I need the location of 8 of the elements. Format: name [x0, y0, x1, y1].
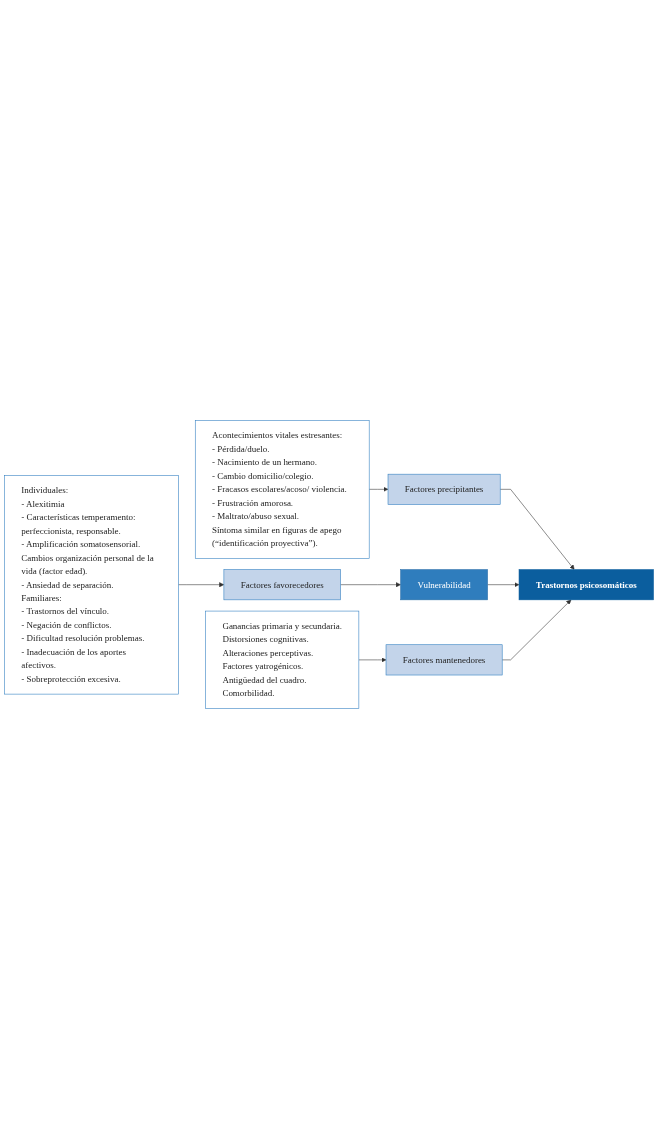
node-box	[4, 475, 179, 695]
node-box	[223, 569, 341, 601]
node-box	[387, 473, 501, 505]
node-box	[385, 644, 503, 676]
node-box	[518, 569, 654, 601]
node-box	[400, 569, 488, 601]
node-box	[205, 610, 360, 709]
node-box	[194, 420, 370, 559]
